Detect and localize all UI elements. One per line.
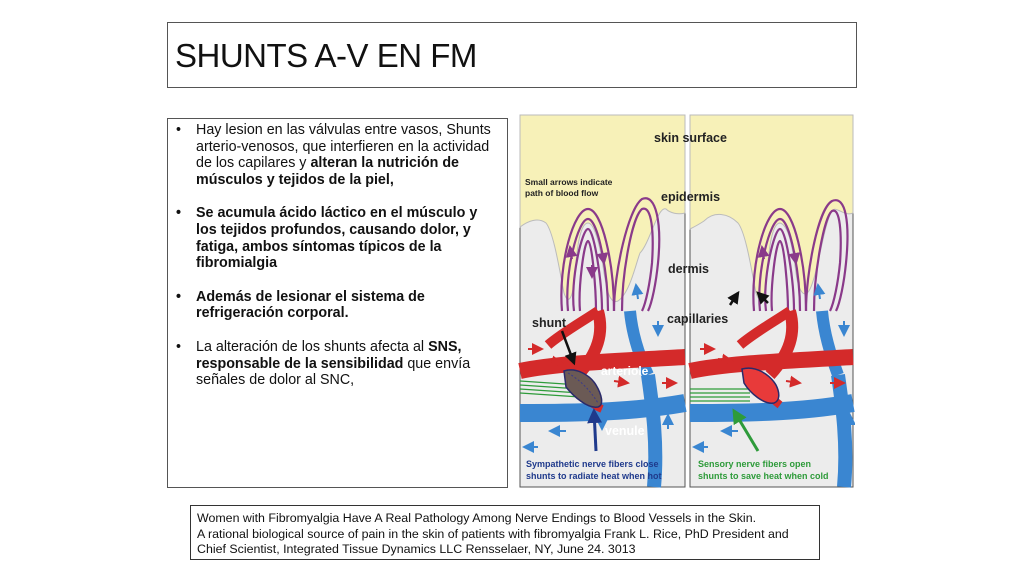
citation-box: Women with Fibromyalgia Have A Real Path… — [190, 505, 820, 560]
label-small-arrows-2: path of blood flow — [525, 188, 599, 198]
bullet-4-text: La alteración de los shunts afecta al — [196, 338, 429, 355]
label-venule: venule — [605, 424, 645, 438]
bullet-list: Hay lesion en las válvulas entre vasos, … — [174, 122, 500, 406]
label-arteriole: arteriole — [601, 364, 649, 378]
citation-line-3: Chief Scientist, Integrated Tissue Dynam… — [197, 542, 636, 556]
label-shunt: shunt — [532, 316, 567, 330]
citation-line-2: A rational biological source of pain in … — [197, 526, 789, 541]
bullet-item-1: Hay lesion en las válvulas entre vasos, … — [174, 122, 500, 188]
label-dermis: dermis — [668, 262, 709, 276]
bullet-4-tail: que envía señales de dolor al SNC, — [196, 355, 471, 389]
bullet-2-text: Se acumula ácido láctico en el músculo y… — [196, 205, 478, 272]
shunt-right — [741, 367, 780, 404]
bullet-1-text: Hay lesion en las válvulas entre vasos, … — [196, 122, 491, 172]
label-small-arrows-1: Small arrows indicate — [525, 177, 613, 187]
left-caption-2: shunts to radiate heat when hot — [526, 471, 662, 481]
shunt-left — [563, 369, 603, 408]
skin-shunt-diagram: Small arrows indicate path of blood flow… — [518, 114, 855, 488]
right-caption-1: Sensory nerve fibers open — [698, 459, 811, 469]
right-caption-2: shunts to save heat when cold — [698, 471, 829, 481]
bullet-3-text: Además de lesionar el sistema de refrige… — [196, 288, 425, 322]
bullet-text-box: Hay lesion en las válvulas entre vasos, … — [167, 118, 508, 488]
bullet-item-2: Se acumula ácido láctico en el músculo y… — [174, 205, 500, 271]
bullet-4-bold: SNS, responsable de la sensibilidad — [196, 338, 462, 372]
label-skin-surface: skin surface — [654, 131, 727, 145]
label-epidermis: epidermis — [661, 190, 720, 204]
bullet-1-bold: alteran la nutrición de músculos y tejid… — [196, 155, 459, 188]
left-panel: Small arrows indicate path of blood flow… — [518, 114, 687, 488]
bullet-item-3: Además de lesionar el sistema de refrige… — [174, 289, 500, 322]
label-capillaries: capillaries — [667, 312, 728, 326]
right-panel: skin surface epidermis dermis capillarie… — [654, 114, 855, 488]
citation-line-1: Women with Fibromyalgia Have A Real Path… — [197, 511, 757, 525]
page-title: SHUNTS A-V EN FM — [175, 37, 477, 74]
bullet-item-4: La alteración de los shunts afecta al SN… — [174, 339, 500, 389]
title-box: SHUNTS A-V EN FM — [167, 22, 857, 88]
left-caption-1: Sympathetic nerve fibers close — [526, 459, 659, 469]
